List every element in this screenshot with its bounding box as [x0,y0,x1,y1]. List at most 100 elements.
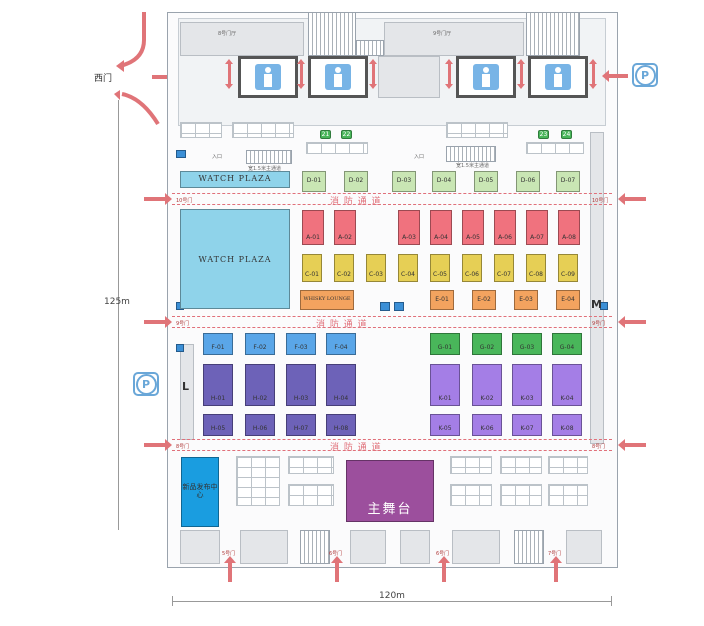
booth-f-01[interactable]: F-01 [203,333,233,355]
booth-c-04[interactable]: C-04 [398,254,418,282]
lounge-grid-5 [526,142,584,154]
restroom-4[interactable] [528,56,588,98]
booth-k-01[interactable]: K-01 [430,364,460,406]
booth-h-05[interactable]: H-05 [203,414,233,436]
booth-a-05[interactable]: A-05 [462,210,484,245]
booth-c-08[interactable]: C-08 [526,254,546,282]
access-arrow [517,59,525,89]
booth-k-04[interactable]: K-04 [552,364,582,406]
entrance-left-label: 入口 [212,154,223,160]
stair-top-3 [356,40,384,56]
booth-c-06[interactable]: C-06 [462,254,482,282]
booth-k-06[interactable]: K-06 [472,414,502,436]
restroom-1[interactable] [238,56,298,98]
booth-d-03[interactable]: D-03 [392,171,416,192]
booth-d-02[interactable]: D-02 [344,171,368,192]
west-gate-label: 西门 [94,74,113,84]
booth-h-03[interactable]: H-03 [286,364,316,406]
booth-f-04[interactable]: F-04 [326,333,356,355]
booth-g-04[interactable]: G-04 [552,333,582,355]
bottom-stair-2 [514,530,544,564]
booth-a-04[interactable]: A-04 [430,210,452,245]
seating-grid-7 [450,484,492,506]
door-8-label: 8号门 [176,444,190,450]
booth-k-03[interactable]: K-03 [512,364,542,406]
seating-grid-2 [288,456,334,474]
booth-h-08[interactable]: H-08 [326,414,356,436]
booth-e-04[interactable]: E-04 [556,290,580,310]
width-dimension-line [172,601,612,602]
entrance-right-label: 入口 [414,154,425,160]
restroom-icon [545,64,571,90]
stair-top-2 [526,12,580,56]
booth-a-08[interactable]: A-08 [558,210,580,245]
booth-c-05[interactable]: C-05 [430,254,450,282]
watch-plaza-top[interactable]: WATCH PLAZA [180,171,290,188]
seating-grid-8 [500,484,542,506]
width-dimension-label: 120m [376,591,408,601]
booth-e-02[interactable]: E-02 [472,290,496,310]
door-5-label: 5号门 [222,551,236,557]
booth-f-02[interactable]: F-02 [245,333,275,355]
booth-h-02[interactable]: H-02 [245,364,275,406]
door-9-label: 9号门 [176,321,190,327]
booth-k-05[interactable]: K-05 [430,414,460,436]
main-corridor-right-label: 宽1.5米主通道 [456,163,489,169]
booth-a-07[interactable]: A-07 [526,210,548,245]
door-9-west-arrow [144,316,172,328]
booth-f-03[interactable]: F-03 [286,333,316,355]
entrance-stair-left [246,150,292,164]
booth-e-03[interactable]: E-03 [514,290,538,310]
booth-a-06[interactable]: A-06 [494,210,516,245]
blue-marker [176,150,186,158]
booth-a-03[interactable]: A-03 [398,210,420,245]
whisky-lounge[interactable]: WHISKY LOUNGE [300,290,354,310]
booth-d-07[interactable]: D-07 [556,171,580,192]
booth-h-01[interactable]: H-01 [203,364,233,406]
seating-grid-9 [548,484,588,506]
booth-d-06[interactable]: D-06 [516,171,540,192]
parking-icon: P [135,373,157,395]
main-stage[interactable]: 主舞台 [346,460,434,522]
service-badge-24[interactable]: 24 [561,130,572,139]
parking-sign-right[interactable]: P [632,63,658,87]
booth-k-07[interactable]: K-07 [512,414,542,436]
top-lobby-left-label: 8号门厅 [218,31,237,37]
booth-g-01[interactable]: G-01 [430,333,460,355]
booth-c-07[interactable]: C-07 [494,254,514,282]
booth-a-02[interactable]: A-02 [334,210,356,245]
booth-h-06[interactable]: H-06 [245,414,275,436]
booth-e-01[interactable]: E-01 [430,290,454,310]
booth-d-01[interactable]: D-01 [302,171,326,192]
restroom-2[interactable] [308,56,368,98]
booth-h-04[interactable]: H-04 [326,364,356,406]
booth-d-04[interactable]: D-04 [432,171,456,192]
restroom-3[interactable] [456,56,516,98]
booth-g-02[interactable]: G-02 [472,333,502,355]
booth-c-03[interactable]: C-03 [366,254,386,282]
west-gate-curve-arrow-bottom [114,90,160,126]
parking-sign-left[interactable]: P [133,372,159,396]
booth-a-01[interactable]: A-01 [302,210,324,245]
booth-h-07[interactable]: H-07 [286,414,316,436]
restroom-icon [255,64,281,90]
blue-marker [600,302,608,310]
booth-k-08[interactable]: K-08 [552,414,582,436]
access-arrow [445,59,453,89]
fire-lane-3 [172,439,612,451]
service-badge-23[interactable]: 23 [538,130,549,139]
booth-c-02[interactable]: C-02 [334,254,354,282]
service-badge-21[interactable]: 21 [320,130,331,139]
entrance-stair-right [446,146,496,162]
booth-c-01[interactable]: C-01 [302,254,322,282]
booth-d-05[interactable]: D-05 [474,171,498,192]
watch-plaza-main[interactable]: WATCH PLAZA [180,209,290,309]
seating-grid-6 [548,456,588,474]
booth-g-03[interactable]: G-03 [512,333,542,355]
side-room-cyan[interactable]: 新品发布中心 [181,457,219,527]
booth-c-09[interactable]: C-09 [558,254,578,282]
seating-grid-5 [500,456,542,474]
bottom-room-5 [452,530,500,564]
booth-k-02[interactable]: K-02 [472,364,502,406]
service-badge-22[interactable]: 22 [341,130,352,139]
